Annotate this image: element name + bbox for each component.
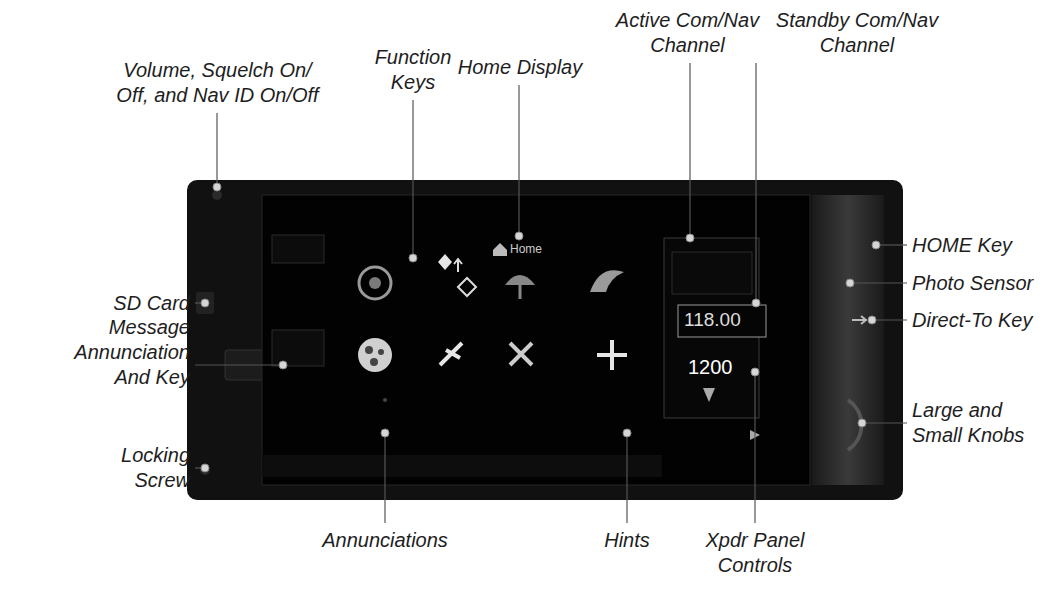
sd-card-slot	[196, 292, 214, 314]
leader-dot	[623, 429, 631, 437]
locking-screw	[200, 465, 210, 475]
leader-dot	[201, 464, 209, 472]
touch-screen	[262, 195, 810, 485]
screen-title: Home	[510, 242, 542, 256]
leader-dot	[872, 241, 880, 249]
callout-label: SD Card	[70, 291, 190, 316]
home-icon	[493, 243, 507, 256]
status-box	[272, 235, 324, 263]
leader-dot	[868, 316, 876, 324]
callout-label: Home Display	[445, 55, 595, 80]
side-key-strip	[812, 195, 884, 485]
leader-line	[626, 433, 627, 523]
leader-dot	[858, 419, 866, 427]
hint-bar	[262, 455, 662, 477]
leader-dot	[752, 299, 760, 307]
callout-label: Photo Sensor	[912, 271, 1052, 296]
com-nav-xpdr-panel	[664, 238, 766, 440]
squawk-code: 1200	[688, 356, 733, 379]
direct-to-symbol	[852, 316, 866, 324]
leader-line	[384, 433, 385, 523]
function-key-icons	[358, 254, 627, 402]
standby-frequency: 118.00	[684, 309, 741, 331]
leader-dot	[409, 254, 417, 262]
callout-label: Direct-To Key	[912, 308, 1057, 333]
leader-line	[850, 282, 907, 283]
unit-bezel	[187, 180, 903, 500]
leader-dot	[686, 234, 694, 242]
leader-line	[195, 364, 283, 365]
callout-label: Active Com/Nav Channel	[610, 8, 765, 58]
callout-label: Hints	[577, 528, 677, 553]
leader-line	[689, 63, 690, 238]
leader-line	[872, 319, 907, 320]
leader-dot	[515, 232, 523, 240]
leader-dot	[279, 361, 287, 369]
callout-label: Large and Small Knobs	[912, 398, 1042, 448]
callout-label: Message Annunciation And Key	[50, 315, 190, 390]
leader-line	[862, 422, 907, 423]
leader-line	[755, 63, 756, 303]
leader-dot	[846, 279, 854, 287]
leader-dot	[201, 299, 209, 307]
callout-label: Locking Screw	[90, 443, 190, 493]
status-box	[272, 330, 324, 366]
callout-label: Annunciations	[320, 528, 450, 553]
leader-line	[876, 244, 907, 245]
leader-line	[412, 100, 413, 258]
leader-dot	[381, 429, 389, 437]
photo-sensor	[846, 279, 854, 287]
callout-label: Function Keys	[363, 45, 463, 95]
leader-line	[754, 372, 755, 523]
leader-line	[216, 113, 217, 187]
callout-label: Standby Com/Nav Channel	[772, 8, 942, 58]
callout-label: Volume, Squelch On/ Off, and Nav ID On/O…	[110, 58, 325, 108]
leader-line	[518, 85, 519, 236]
callout-label: HOME Key	[912, 233, 1052, 258]
leader-dot	[213, 183, 221, 191]
callout-label: Xpdr Panel Controls	[695, 528, 815, 578]
leader-dot	[751, 368, 759, 376]
